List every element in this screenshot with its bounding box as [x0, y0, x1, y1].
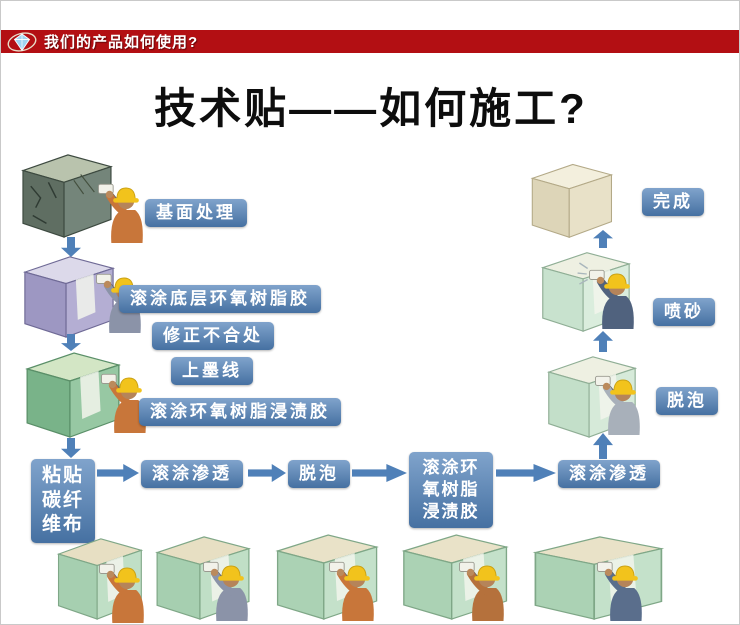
header-banner: 我们的产品如何使用? [1, 30, 739, 53]
page-title: 技术贴——如何施工? [154, 85, 588, 132]
worker-spray-icon [589, 263, 645, 329]
step-label-base-treatment: 基面处理 [145, 199, 247, 228]
step-label-defoam-2: 脱泡 [656, 387, 718, 416]
step-label-roll-primer-epoxy: 滚涂底层环氧树脂胶 [119, 285, 321, 314]
worker-roller-icon [459, 555, 515, 621]
flow-arrow-up-icon [593, 331, 613, 352]
step-label-roll-penetrate: 滚涂渗透 [141, 460, 243, 489]
worker-roller-icon [597, 555, 653, 621]
step-label-sand-blast: 喷砂 [653, 298, 715, 327]
worker-roller-icon [99, 557, 155, 623]
worker-roller-icon [329, 555, 385, 621]
step-label-roll-penetrate-2: 滚涂渗透 [558, 460, 660, 489]
step-label-fix-irregularities: 修正不合处 [152, 322, 274, 351]
finished-block-illustration [531, 163, 613, 238]
flow-arrow-right-icon [496, 464, 556, 482]
flow-arrow-down-icon [61, 438, 81, 458]
flow-arrow-right-icon [352, 464, 407, 482]
step-label-ink-line: 上墨线 [171, 357, 253, 386]
banner-title: 我们的产品如何使用? [44, 34, 199, 51]
step-label-roll-epoxy-impregnate-2: 滚涂环氧树脂浸渍胶 [409, 452, 493, 529]
step-label-roll-epoxy-impregnate: 滚涂环氧树脂浸渍胶 [139, 398, 341, 427]
step-label-defoam: 脱泡 [288, 460, 350, 489]
worker-roller-icon [595, 369, 651, 435]
worker-roller-icon [203, 555, 259, 621]
step-label-paste-carbon-fiber: 粘贴碳纤维布 [31, 459, 95, 544]
diamond-logo-icon [7, 31, 37, 52]
step-label-complete: 完成 [642, 188, 704, 217]
flow-arrow-right-icon [248, 464, 286, 482]
flow-arrow-right-icon [97, 464, 139, 482]
